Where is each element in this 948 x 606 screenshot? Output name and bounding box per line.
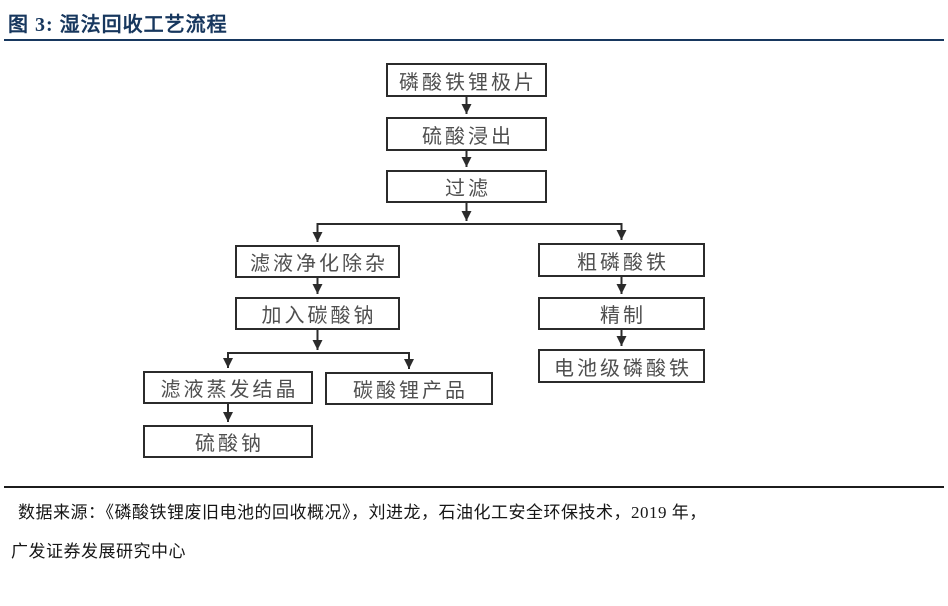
flowchart-canvas: 磷酸铁锂极片 硫酸浸出 过滤 滤液净化除杂 粗磷酸铁 加入碳酸钠 精制 滤液蒸发… [143,63,705,458]
flow-node-filtration: 过滤 [386,170,547,203]
data-source-line-1: 数据来源：《磷酸铁锂废旧电池的回收概况》，刘进龙，石油化工安全环保技术，2019… [18,503,707,522]
flow-connectors [223,97,627,422]
flow-node-filtrate-purification: 滤液净化除杂 [235,245,400,278]
flow-node-add-sodium-carbonate: 加入碳酸钠 [235,297,400,330]
figure-title: 图 3: 湿法回收工艺流程 [8,14,228,36]
data-source-line-2: 广发证券发展研究中心 [11,542,186,561]
flow-node-crude-iron-phosphate: 粗磷酸铁 [538,243,705,277]
flow-node-filtrate-evaporation-crystallization: 滤液蒸发结晶 [143,371,313,404]
flow-node-lfp-electrode-sheet: 磷酸铁锂极片 [386,63,547,97]
flow-node-refining: 精制 [538,297,705,330]
flow-node-sodium-sulfate: 硫酸钠 [143,425,313,458]
flow-node-sulfuric-acid-leaching: 硫酸浸出 [386,117,547,151]
title-rule [4,39,944,41]
flow-node-lithium-carbonate-product: 碳酸锂产品 [325,372,493,405]
footer-rule [4,486,944,488]
flow-node-battery-grade-iron-phosphate: 电池级磷酸铁 [538,349,705,383]
